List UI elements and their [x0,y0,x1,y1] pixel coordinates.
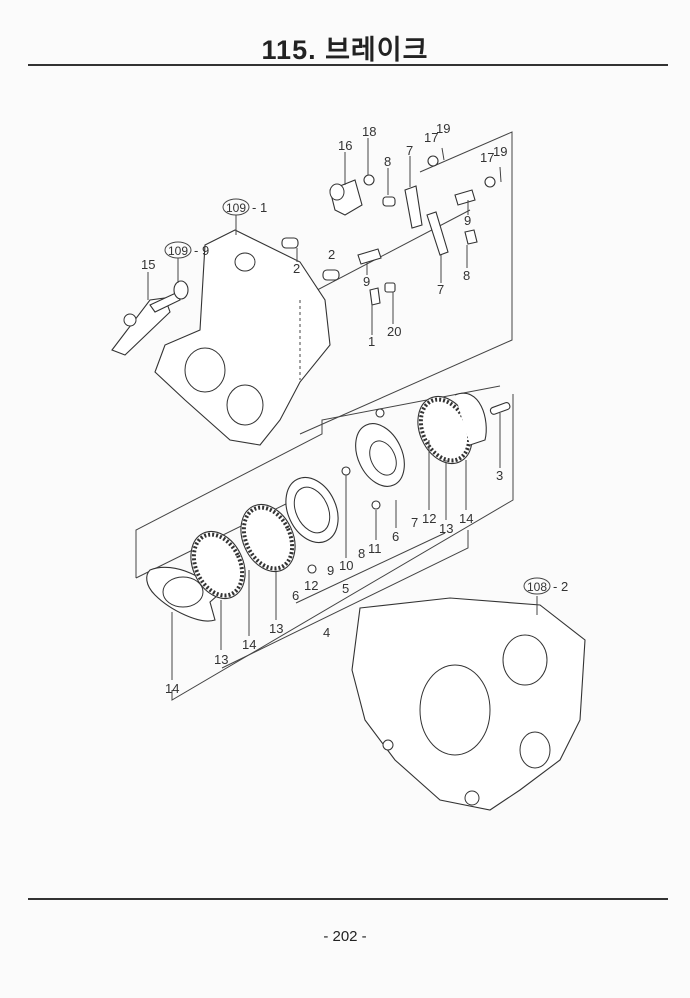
callout: 19 [436,121,450,136]
callout: 13 [439,521,453,536]
callout: 14 [459,511,473,526]
callout: 8 [463,268,470,283]
brake-cover-casing [154,229,331,446]
callout: 16 [338,138,352,153]
callout: 7 [411,515,418,530]
callout: 9 [363,274,370,289]
brake-disc-stack [146,392,511,622]
callout-labels: 18 16 17 19 8 7 17 19 109 - 1 109 - 9 15… [141,121,568,696]
callout: 2 [328,247,335,262]
reference-circle [523,577,551,595]
reference-circle [222,198,250,216]
callout: 17 [480,150,494,165]
reference-suffix: - 1 [252,200,267,215]
reference-number: 109 [168,244,188,258]
callout: 8 [384,154,391,169]
callout: 15 [141,257,155,272]
callout: 6 [292,588,299,603]
callout: 4 [323,625,330,640]
reference-number: 109 [226,201,246,215]
page-number: - 202 - [323,928,367,945]
callout: 20 [387,324,401,339]
page-title: 115. 브레이크 [261,35,429,65]
callout: 3 [496,468,503,483]
reference-suffix: - 9 [194,243,209,258]
callout: 12 [304,578,318,593]
callout: 12 [422,511,436,526]
transmission-case [351,597,586,811]
callout: 5 [342,581,349,596]
reference-suffix: - 2 [553,579,568,594]
callout: 7 [437,282,444,297]
callout: 9 [327,563,334,578]
callout: 6 [392,529,399,544]
brake-lever-shaft [111,291,181,356]
callout: 14 [165,681,179,696]
leader-lines [147,138,538,680]
callout: 7 [406,143,413,158]
reference-number: 108 [527,580,547,594]
callout: 18 [362,124,376,139]
callout: 2 [293,261,300,276]
callout: 19 [493,144,507,159]
callout: 14 [242,637,256,652]
callout: 1 [368,334,375,349]
oil-seal [173,280,189,300]
upper-linkage [281,147,502,306]
footer-divider [28,898,668,900]
callout: 8 [358,546,365,561]
callout: 10 [339,558,353,573]
callout: 11 [368,541,382,556]
callout: 13 [214,652,228,667]
callout: 9 [464,213,471,228]
header-divider [28,64,668,66]
reference-circle [164,241,192,259]
callout: 13 [269,621,283,636]
callout: 17 [424,130,438,145]
